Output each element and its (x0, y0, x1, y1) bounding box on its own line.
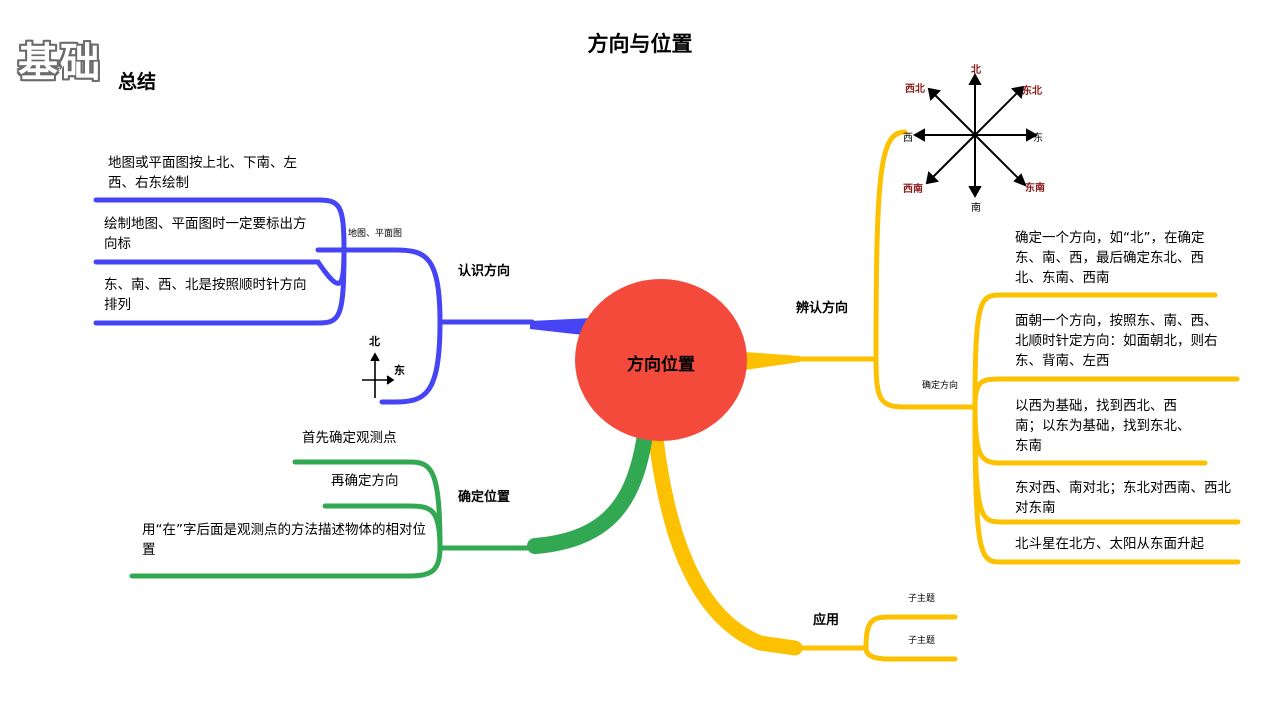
compass-south: 南 (971, 203, 981, 214)
compass-southwest: 西南 (903, 184, 923, 195)
center-node-shape (575, 279, 747, 441)
page-subtitle: 总结 (118, 71, 157, 93)
compass-east: 东 (1033, 133, 1043, 144)
position-leaf-1: 首先确定观测点 (302, 430, 397, 446)
identify-leaf-1: 确定一个方向，如“北”，在确定东、南、西，最后确定东北、西北、东南、西南 (1015, 230, 1205, 286)
branch-recognize-sub-label: 地图、平面图 (348, 229, 403, 239)
compass-northwest: 西北 (905, 84, 925, 95)
branch-recognize-stem (530, 318, 592, 336)
branch-identify-label: 辨认方向 (796, 301, 849, 316)
branch-identify-stem (745, 352, 800, 370)
mini-compass-icon (362, 352, 395, 398)
branch-identify-connectors (745, 129, 1241, 565)
branch-recognize-connectors (93, 197, 592, 405)
position-leaf-3: 用“在”字后面是观测点的方法描述物体的相对位置 (142, 522, 426, 558)
branch-identify-sub-label: 确定方向 (922, 381, 959, 391)
compass-north: 北 (971, 65, 981, 76)
identify-leaf-5: 北斗星在北方、太阳从东面升起 (1015, 536, 1204, 552)
page-title: 方向与位置 (587, 32, 693, 56)
recognize-leaf-2: 绘制地图、平面图时一定要标出方向标 (104, 216, 307, 252)
compass-southeast: 东南 (1025, 183, 1045, 194)
brand-logo: 基础 (18, 40, 102, 86)
branch-position-label: 确定位置 (458, 490, 511, 505)
branch-apply-connectors (647, 422, 958, 662)
recognize-leaf-3: 东、南、西、北是按照顺时针方向排列 (104, 277, 307, 313)
mini-compass-north: 北 (369, 335, 380, 348)
center-node-label: 方向位置 (627, 355, 695, 375)
apply-leaf-1: 子主题 (908, 594, 936, 604)
position-leaf-2: 再确定方向 (331, 473, 399, 489)
branch-recognize-label: 认识方向 (458, 264, 511, 279)
recognize-leaf-1: 地图或平面图按上北、下南、左西、右东绘制 (108, 155, 297, 191)
mini-compass-east: 东 (394, 364, 405, 377)
compass-northeast: 东北 (1022, 86, 1042, 97)
branch-position-connectors (129, 427, 653, 579)
branch-apply-stem (647, 422, 803, 656)
branch-apply-label: 应用 (813, 613, 840, 628)
apply-leaf-2: 子主题 (908, 636, 936, 646)
compass-rose-icon (912, 72, 1039, 199)
identify-leaf-4: 东对西、南对北；东北对西南、西北对东南 (1015, 480, 1231, 516)
compass-node-west: 西 (903, 133, 913, 144)
identify-leaf-3: 以西为基础，找到西北、西南；以东为基础，找到东北、东南 (1015, 398, 1191, 454)
branch-position-stem (527, 427, 653, 554)
identify-leaf-2: 面朝一个方向，按照东、南、西、北顺时针定方向：如面朝北，则右东、背南、左西 (1015, 313, 1218, 369)
